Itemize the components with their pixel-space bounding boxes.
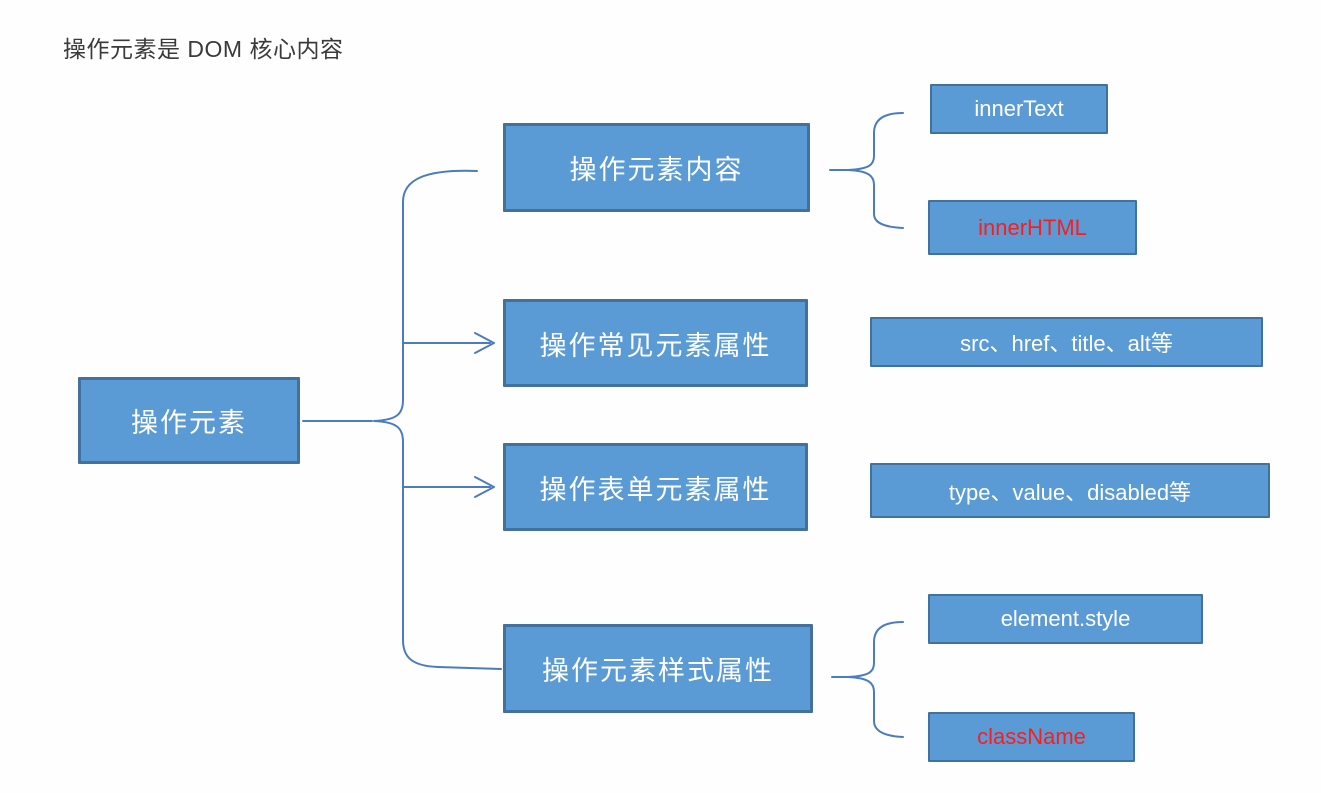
root-node-operate-element: 操作元素 — [78, 377, 300, 464]
leaf-node-classname: className — [928, 712, 1135, 762]
branch-node-label: 操作表单元素属性 — [539, 474, 772, 505]
leaf-node-innertext: innerText — [930, 84, 1108, 134]
branch-node-form-attributes: 操作表单元素属性 — [503, 443, 808, 531]
leaf-node-innerhtml: innerHTML — [928, 200, 1137, 255]
leaf-node-label: type、value、disabled等 — [948, 479, 1192, 505]
leaf-node-label: element.style — [1000, 606, 1131, 631]
leaf-node-common-attr-list: src、href、title、alt等 — [870, 317, 1263, 367]
branch-node-style-attributes: 操作元素样式属性 — [503, 624, 813, 713]
connector-main-brace — [373, 169, 502, 670]
leaf-node-form-attr-list: type、value、disabled等 — [870, 463, 1270, 518]
leaf-node-label: src、href、title、alt等 — [960, 331, 1173, 356]
leaf-node-label: className — [977, 724, 1086, 749]
page-title: 操作元素是 DOM 核心内容 — [63, 36, 344, 62]
leaf-node-label: innerHTML — [978, 214, 1087, 240]
branch-node-label: 操作常见元素属性 — [539, 330, 772, 361]
branch-node-label: 操作元素内容 — [569, 155, 744, 185]
leaf-node-element-style: element.style — [928, 594, 1203, 644]
connector-brace-branch4-body — [847, 621, 904, 738]
branch-node-common-attributes: 操作常见元素属性 — [503, 299, 808, 387]
branch-node-label: 操作元素样式属性 — [542, 656, 774, 686]
branch-node-element-content: 操作元素内容 — [503, 123, 810, 212]
arrowhead-branch2 — [474, 332, 495, 354]
root-node-label: 操作元素 — [131, 408, 247, 438]
connector-brace-branch1-body — [847, 112, 904, 229]
leaf-node-label: innerText — [974, 96, 1064, 121]
arrowhead-branch3 — [474, 476, 495, 498]
